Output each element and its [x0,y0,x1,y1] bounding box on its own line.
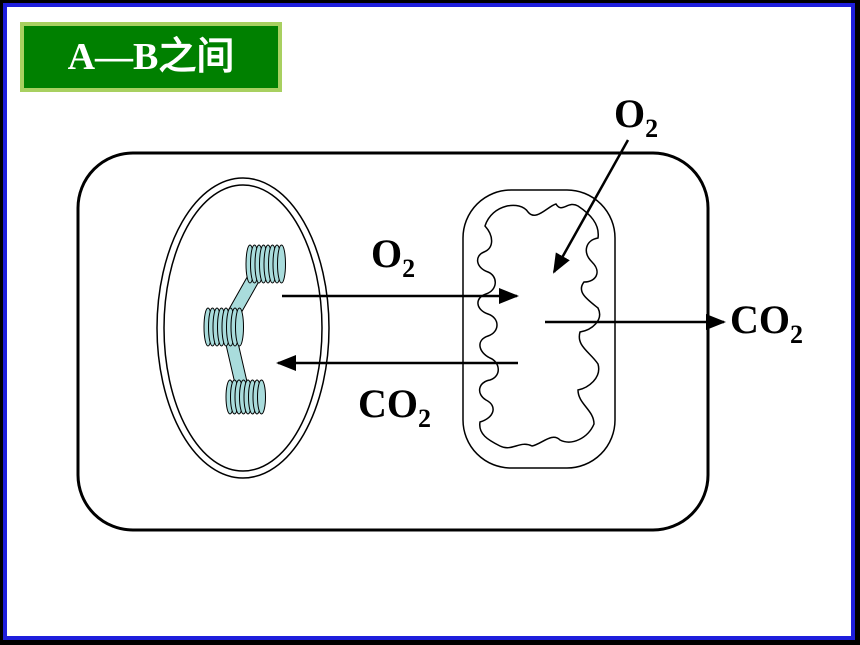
label-o2-middle-base: O [371,231,403,276]
label-o2-middle-sub: 2 [402,254,416,283]
title-text: A—B之间 [67,36,235,78]
label-co2-middle-sub: 2 [418,404,431,433]
label-o2-outside-base: O [614,91,646,136]
mitochondrion [462,189,616,469]
chloroplast [156,177,330,479]
granum-bottom [225,379,266,415]
thylakoid-disc [235,307,244,347]
arrow-o2-from-outside [552,139,630,274]
label-co2-middle: CO2 [358,381,431,432]
title-box: A—B之间 [20,22,282,92]
granum-top [245,244,286,284]
label-co2-middle-base: CO [358,381,418,426]
label-o2-outside: O2 [614,91,658,142]
cell-membrane [76,151,710,532]
thylakoid-disc [277,244,286,284]
granum-middle [203,307,244,347]
thylakoid-disc [257,379,266,415]
label-o2-outside-sub: 2 [645,114,659,143]
label-o2-middle: O2 [371,231,415,282]
label-co2-outside-sub: 2 [790,320,803,349]
label-co2-outside: CO2 [730,297,803,348]
label-co2-outside-base: CO [730,297,790,342]
